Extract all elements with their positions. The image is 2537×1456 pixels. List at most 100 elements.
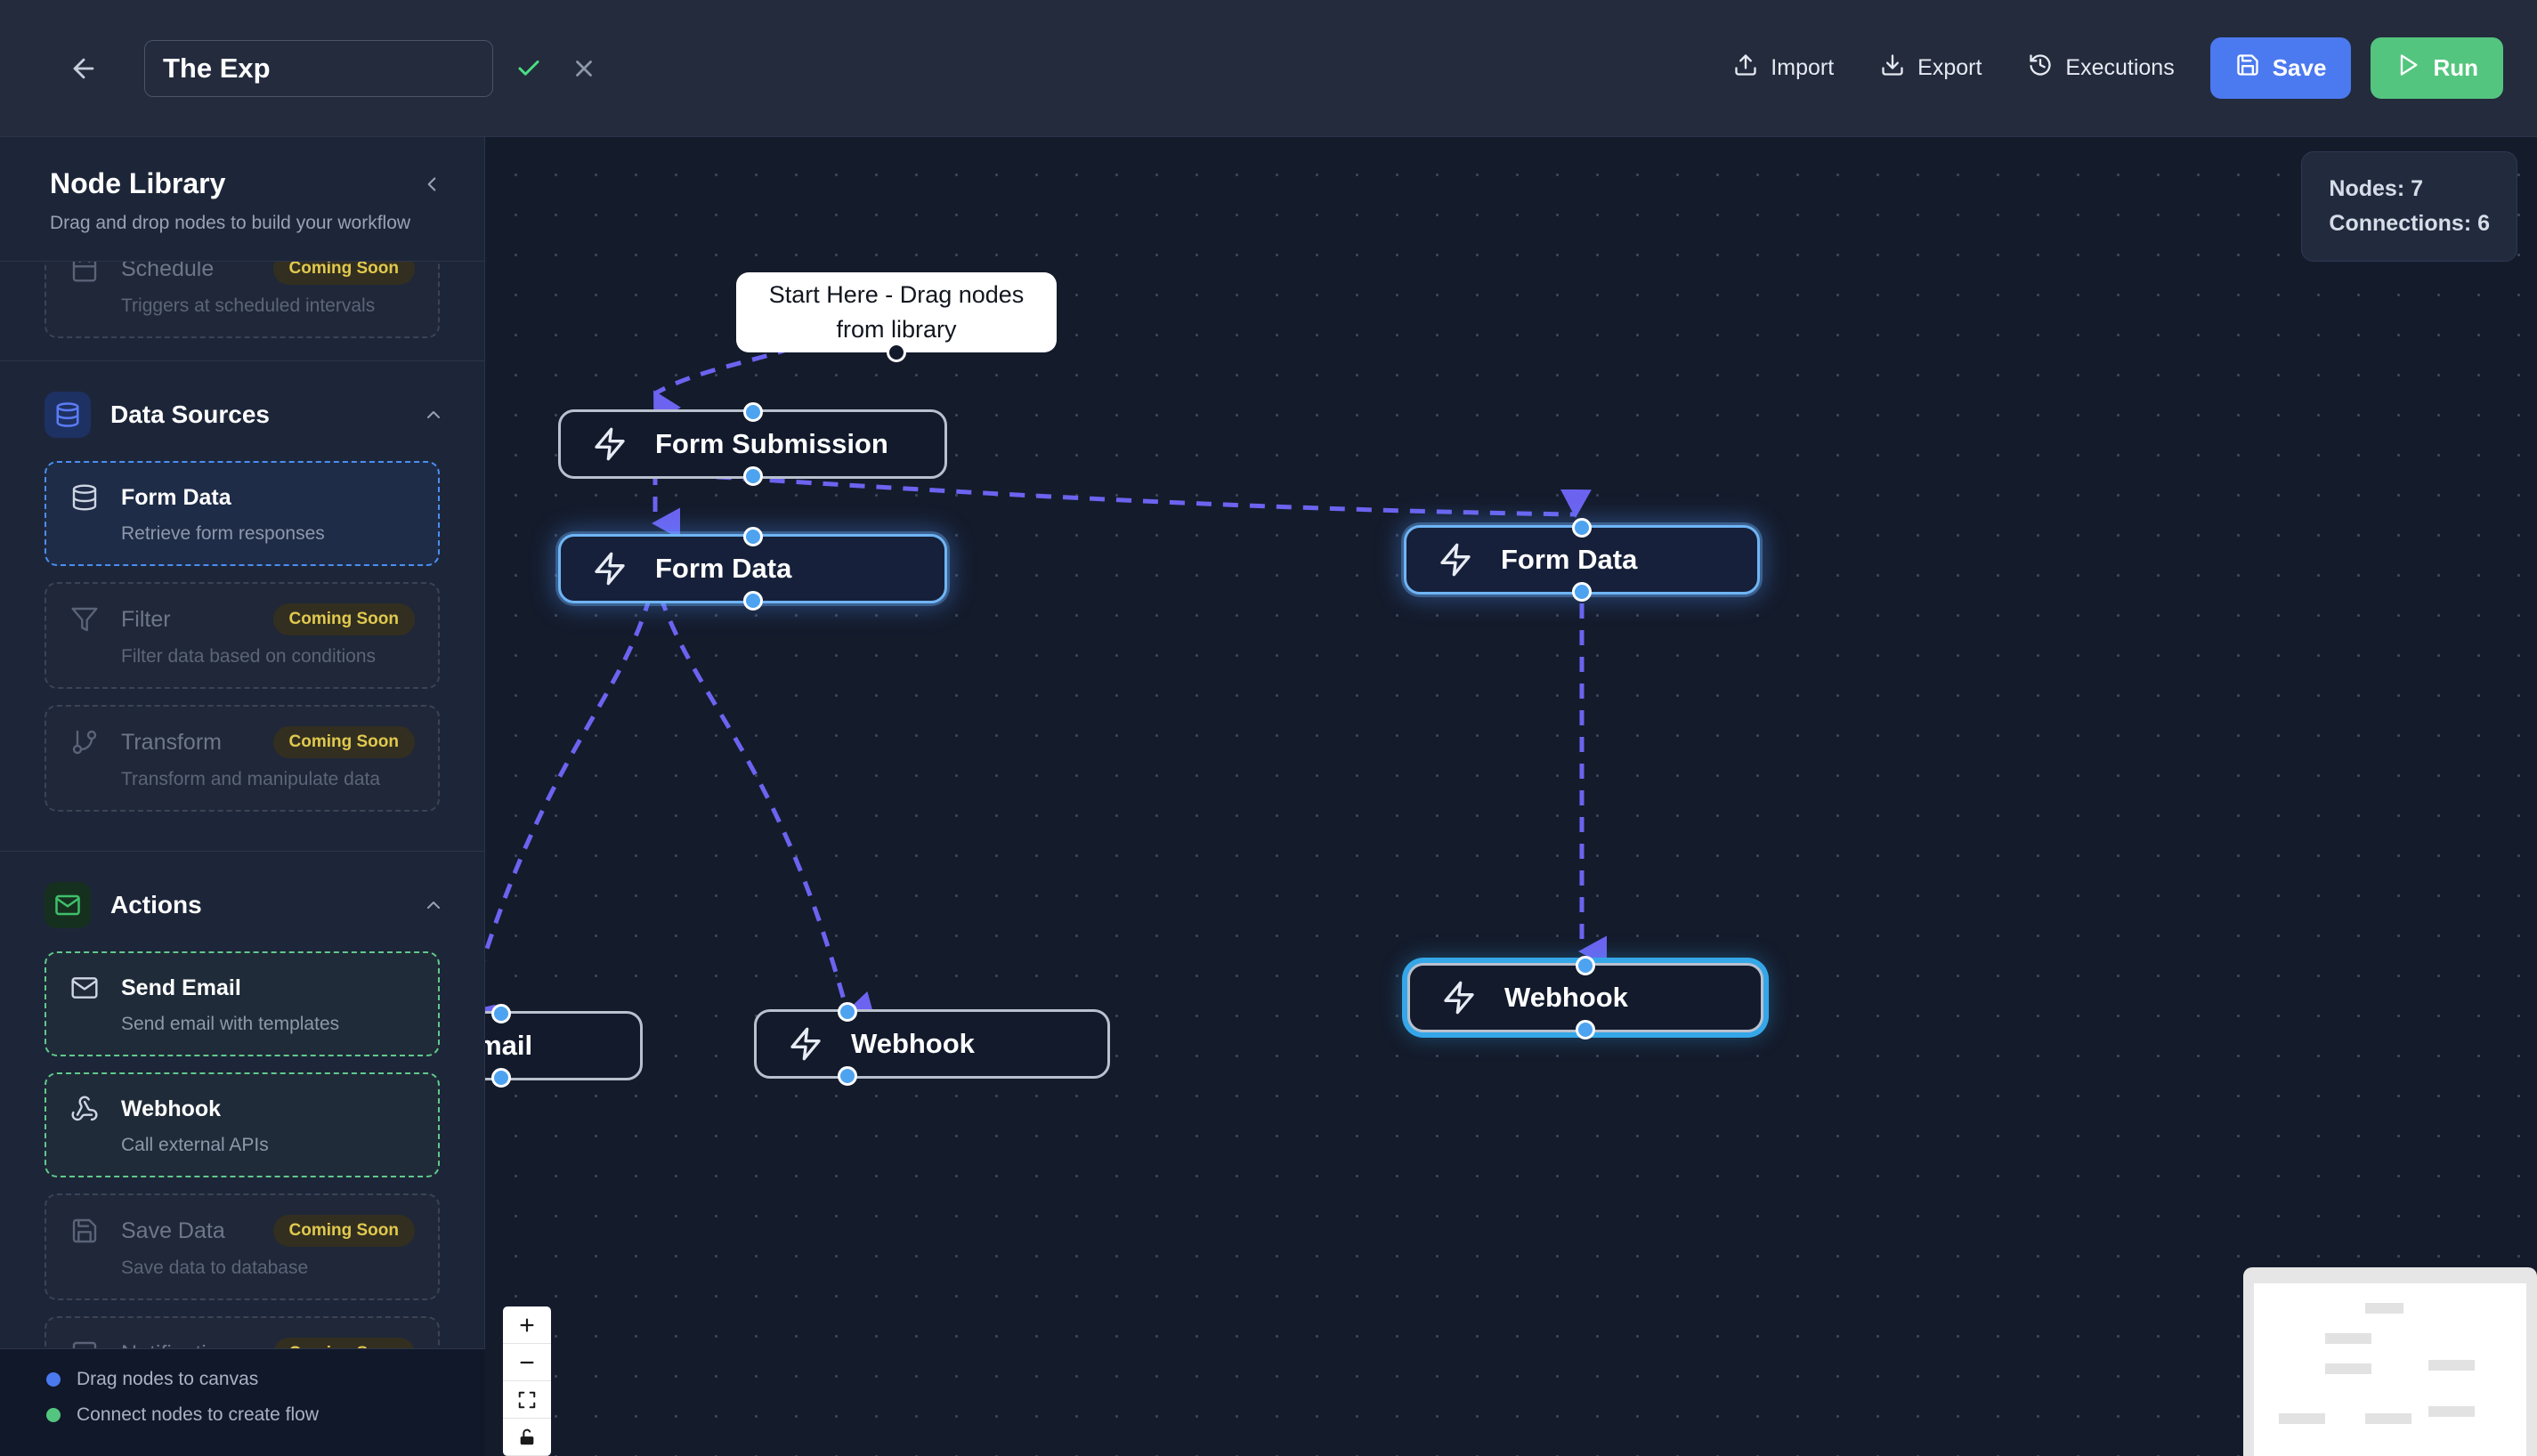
node-card-desc: Save data to database (121, 1258, 309, 1278)
import-label: Import (1771, 55, 1835, 80)
coming-soon-badge: Coming Soon (272, 1215, 415, 1247)
group-header-data-sources[interactable]: Data Sources (0, 368, 484, 461)
fit-view-button[interactable] (503, 1381, 551, 1419)
mail-icon (45, 882, 91, 928)
nodes-count: Nodes: 7 (2329, 176, 2424, 201)
sidebar-scroll-area[interactable]: Schedule Coming Soon Triggers at schedul… (0, 262, 484, 1456)
connection-edges (485, 334, 1607, 1035)
back-button[interactable] (61, 45, 107, 92)
canvas-node-webhook-right[interactable]: Webhook (1407, 956, 1763, 1039)
canvas-node-form-data-center[interactable]: Form Data (558, 527, 947, 611)
canvas-minimap[interactable] (2243, 1267, 2537, 1456)
canvas-stats-panel: Nodes: 7 Connections: 6 (2301, 151, 2517, 262)
node-card-name: Filter (121, 606, 171, 632)
cancel-rename-icon[interactable] (564, 49, 604, 88)
canvas-node-start-here[interactable]: Start Here - Drag nodes from library (736, 272, 1057, 362)
node-output-port[interactable] (491, 1068, 512, 1088)
coming-soon-badge: Coming Soon (272, 726, 415, 758)
node-card-transform: Transform Coming Soon Transform and mani… (45, 705, 440, 812)
chevron-up-icon[interactable] (422, 894, 445, 917)
executions-label: Executions (2065, 55, 2175, 80)
canvas-node-label: Form Data (655, 553, 792, 584)
node-input-port[interactable] (1576, 956, 1595, 975)
group-label: Data Sources (110, 400, 270, 428)
play-icon (2395, 53, 2420, 84)
database-icon (69, 482, 100, 513)
edge-form-submission-to-form-data-right (662, 471, 1592, 518)
canvas-node-webhook-bottom[interactable]: Webhook (754, 1002, 1110, 1086)
save-disk-icon (2235, 53, 2260, 84)
legend-dot-green (46, 1408, 61, 1422)
node-input-port[interactable] (838, 1002, 858, 1022)
node-output-port[interactable] (742, 591, 763, 611)
minimap-node (2365, 1303, 2404, 1314)
node-card-form-data[interactable]: Form Data Retrieve form responses (45, 461, 440, 566)
canvas-node-label: Send Email (485, 1030, 533, 1061)
node-output-port[interactable] (887, 343, 906, 362)
minimap-node (2324, 1363, 2371, 1374)
legend-item: Connect nodes to create flow (46, 1404, 485, 1426)
run-button[interactable]: Run (2371, 37, 2503, 99)
edge-form-data-to-send-email (485, 595, 652, 1035)
sidebar-header: Node Library Drag and drop nodes to buil… (0, 137, 484, 262)
minimap-node (2365, 1413, 2412, 1424)
group-header-actions[interactable]: Actions (0, 859, 484, 951)
calendar-icon (69, 262, 100, 284)
funnel-icon (69, 604, 100, 635)
edge-form-data-to-webhook (658, 595, 876, 1022)
save-button[interactable]: Save (2209, 37, 2352, 99)
workflow-name-input[interactable] (144, 39, 493, 97)
canvas-node-send-email[interactable]: Send Email (485, 1004, 643, 1088)
export-button[interactable]: Export (1864, 42, 1998, 94)
node-output-port[interactable] (742, 466, 763, 486)
import-button[interactable]: Import (1717, 42, 1850, 94)
zoom-out-button[interactable] (503, 1344, 551, 1381)
node-card-desc: Call external APIs (121, 1135, 269, 1155)
node-card-name: Save Data (121, 1217, 225, 1243)
node-card-filter: Filter Coming Soon Filter data based on … (45, 582, 440, 689)
coming-soon-badge: Coming Soon (272, 262, 415, 285)
sidebar-subtitle: Drag and drop nodes to build your workfl… (50, 213, 411, 233)
node-card-desc: Filter data based on conditions (121, 646, 377, 667)
coming-soon-badge: Coming Soon (272, 603, 415, 635)
bolt-icon (591, 550, 628, 587)
minimap-node (2278, 1413, 2325, 1424)
chevron-up-icon[interactable] (422, 403, 445, 426)
node-output-port[interactable] (1576, 1020, 1595, 1039)
node-card-desc: Transform and manipulate data (121, 769, 381, 789)
top-toolbar: Import Export Executions Save Run (0, 0, 2537, 137)
minimap-node (2428, 1406, 2475, 1417)
git-branch-icon (69, 727, 100, 757)
minimap-node (2324, 1333, 2371, 1344)
node-input-port[interactable] (742, 527, 763, 546)
node-card-name: Schedule (121, 262, 215, 281)
node-output-port[interactable] (1572, 582, 1592, 602)
minimap-node (2428, 1360, 2475, 1371)
canvas-node-form-data-right[interactable]: Form Data (1404, 518, 1760, 602)
webhook-icon (69, 1094, 100, 1124)
node-input-port[interactable] (491, 1004, 512, 1023)
workflow-canvas[interactable]: Start Here - Drag nodes from library For… (485, 137, 2537, 1456)
node-card-name: Webhook (121, 1096, 222, 1121)
canvas-dot-grid (485, 137, 2537, 1456)
node-card-webhook[interactable]: Webhook Call external APIs (45, 1072, 440, 1177)
node-card-name: Form Data (121, 484, 231, 510)
node-card-send-email[interactable]: Send Email Send email with templates (45, 951, 440, 1056)
bolt-icon (1440, 979, 1478, 1016)
node-input-port[interactable] (742, 402, 763, 422)
bolt-icon (591, 425, 628, 463)
confirm-rename-icon[interactable] (509, 49, 548, 88)
lock-button[interactable] (503, 1419, 551, 1456)
sidebar-legend: Drag nodes to canvas Connect nodes to cr… (0, 1348, 485, 1456)
zoom-in-button[interactable] (503, 1306, 551, 1344)
legend-dot-blue (46, 1372, 61, 1387)
mail-icon (69, 973, 100, 1003)
canvas-node-form-submission[interactable]: Form Submission (558, 402, 947, 486)
chevron-left-icon[interactable] (418, 171, 445, 198)
node-output-port[interactable] (838, 1066, 858, 1086)
executions-button[interactable]: Executions (2012, 42, 2190, 94)
zoom-controls (503, 1306, 551, 1456)
node-input-port[interactable] (1572, 518, 1592, 538)
node-card-save-data: Save Data Coming Soon Save data to datab… (45, 1193, 440, 1300)
export-label: Export (1917, 55, 1982, 80)
